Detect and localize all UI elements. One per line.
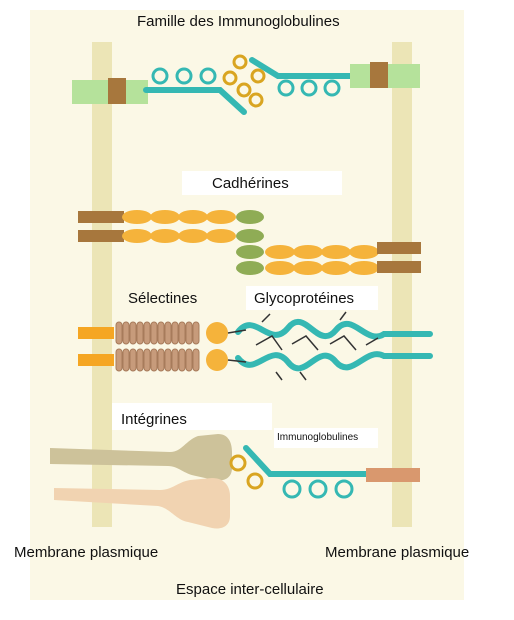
glycoprotein-chain-icon	[235, 351, 433, 372]
integrins-label: Intégrines	[121, 411, 187, 428]
immunoglobulin-group-top	[72, 54, 420, 115]
immunoglobulins-small-label: Immunoglobulines	[277, 432, 359, 443]
selectins-label: Sélectines	[128, 290, 198, 307]
selectin-group	[78, 321, 228, 372]
anchor-brown	[377, 261, 421, 273]
intercellular-space-label: Espace inter-cellulaire	[176, 581, 324, 598]
ring-icon	[222, 70, 238, 86]
ring-icon	[229, 454, 247, 472]
label-box-glycoproteins	[246, 286, 378, 310]
glycoprotein-chain-icon	[235, 318, 433, 340]
ig-domain-icon	[243, 445, 369, 477]
anchor-brown	[78, 230, 124, 242]
immunoglobulin-group-bottom	[229, 445, 420, 499]
diagram-title: Famille des Immunoglobulines	[137, 13, 340, 30]
cadherin-segment-icon	[122, 210, 236, 243]
ring-icon	[236, 82, 252, 98]
cadherin-group	[78, 210, 421, 275]
selectin-coil-icon	[115, 321, 200, 372]
anchor-brown-left	[108, 78, 126, 104]
anchor-green-right	[350, 64, 372, 88]
anchor-brown	[377, 242, 421, 254]
ring-icon	[250, 68, 266, 84]
anchor-green-left	[72, 80, 110, 104]
anchor-brown-right	[370, 62, 388, 88]
anchor-peach	[366, 468, 420, 482]
cadherins-label: Cadhérines	[212, 175, 289, 192]
ring-icon	[248, 92, 264, 108]
anchor-brown	[78, 211, 124, 223]
glycoproteins-label: Glycoprotéines	[254, 290, 355, 307]
membrane-right-label: Membrane plasmique	[325, 544, 470, 561]
ring-icon	[246, 472, 264, 490]
membrane-left	[92, 42, 112, 527]
ring-icon	[323, 79, 341, 97]
integrin-head-icon	[54, 478, 230, 529]
integrin-head-icon	[50, 434, 232, 481]
glycoprotein-group	[227, 311, 433, 381]
ig-domain-icon	[249, 57, 355, 79]
selectin-head-icon	[206, 322, 228, 344]
label-box-integrins	[112, 403, 272, 430]
ring-icon	[277, 79, 295, 97]
ring-icon	[334, 479, 354, 499]
ring-icon	[282, 479, 302, 499]
anchor-orange	[78, 354, 114, 366]
membrane-left-label: Membrane plasmique	[14, 544, 159, 561]
anchor-green-left-2	[126, 80, 148, 104]
ring-icon	[232, 54, 248, 70]
ring-icon	[308, 479, 328, 499]
selectin-head-icon	[206, 349, 228, 371]
cadherin-segment-icon	[265, 245, 379, 275]
ring-icon	[300, 79, 318, 97]
anchor-green-right-2	[388, 64, 420, 88]
ring-icon	[199, 67, 217, 85]
label-box-immunoglobulins	[274, 428, 378, 448]
glycoprotein-link-icon	[227, 311, 379, 381]
ig-domain-icon	[143, 87, 247, 115]
membrane-right	[392, 42, 412, 527]
anchor-orange	[78, 327, 114, 339]
ring-icon	[175, 67, 193, 85]
cadherin-segment-icon	[236, 210, 264, 275]
label-box-cadherins	[182, 171, 342, 195]
ring-icon	[151, 67, 169, 85]
integrin-group	[50, 434, 232, 529]
